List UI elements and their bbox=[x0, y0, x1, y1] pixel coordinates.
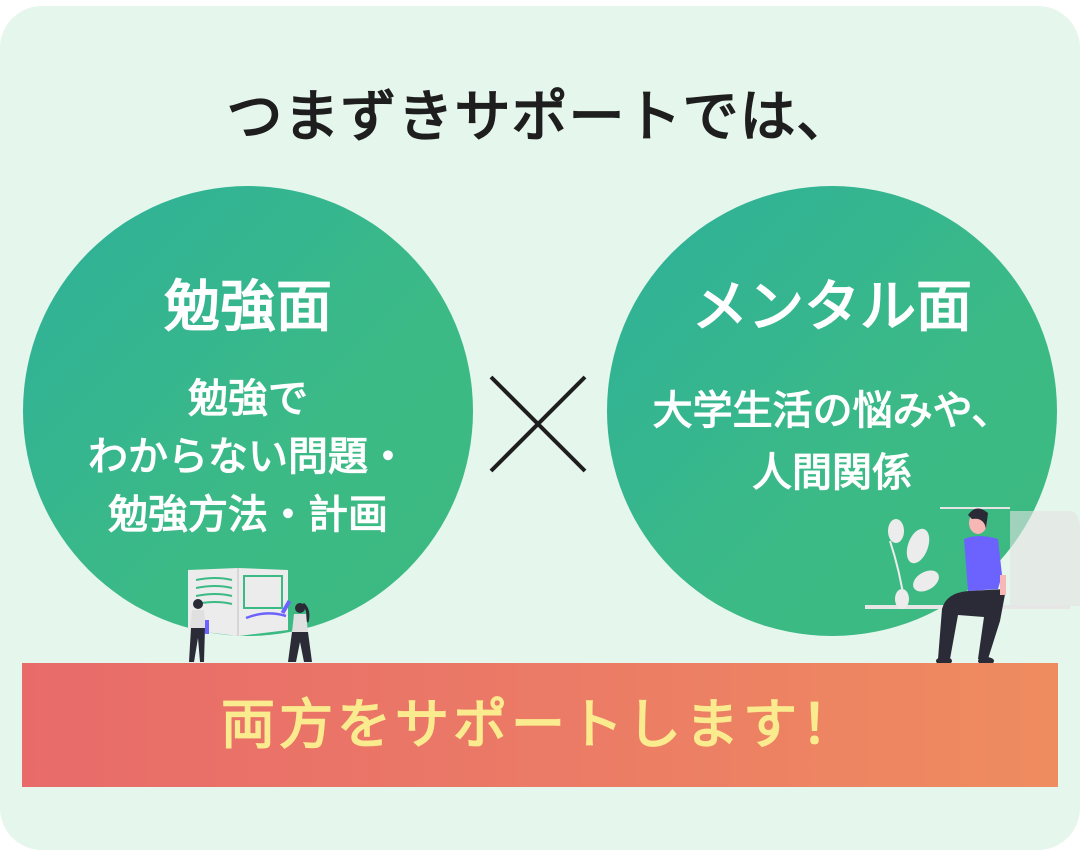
study-circle-description: 勉強で わからない問題・ 勉強方法・計画 bbox=[23, 370, 473, 544]
page-title: つまずきサポートでは、 bbox=[226, 85, 854, 150]
banner-text: 両方をサポートします！ bbox=[221, 693, 859, 756]
mental-circle-title: メンタル面 bbox=[692, 275, 972, 340]
multiply-icon bbox=[489, 375, 587, 473]
support-card: つまずきサポートでは、 勉強面 勉強で わからない問題・ 勉強方法・計画 メンタ… bbox=[0, 6, 1080, 850]
study-circle: 勉強面 勉強で わからない問題・ 勉強方法・計画 bbox=[23, 186, 473, 636]
mental-line-1: 大学生活の悩みや、 bbox=[652, 388, 1012, 434]
study-line-2: わからない問題・ bbox=[88, 434, 408, 480]
study-circle-title: 勉強面 bbox=[164, 275, 332, 340]
study-illustration-icon bbox=[188, 568, 312, 662]
mental-circle-description: 大学生活の悩みや、 人間関係 bbox=[607, 380, 1057, 504]
mental-illustration-icon bbox=[865, 507, 1080, 665]
study-line-1: 勉強で bbox=[188, 376, 308, 422]
mental-line-2: 人間関係 bbox=[752, 450, 912, 496]
study-line-3: 勉強方法・計画 bbox=[108, 492, 388, 538]
support-both-banner: 両方をサポートします！ bbox=[22, 663, 1058, 787]
